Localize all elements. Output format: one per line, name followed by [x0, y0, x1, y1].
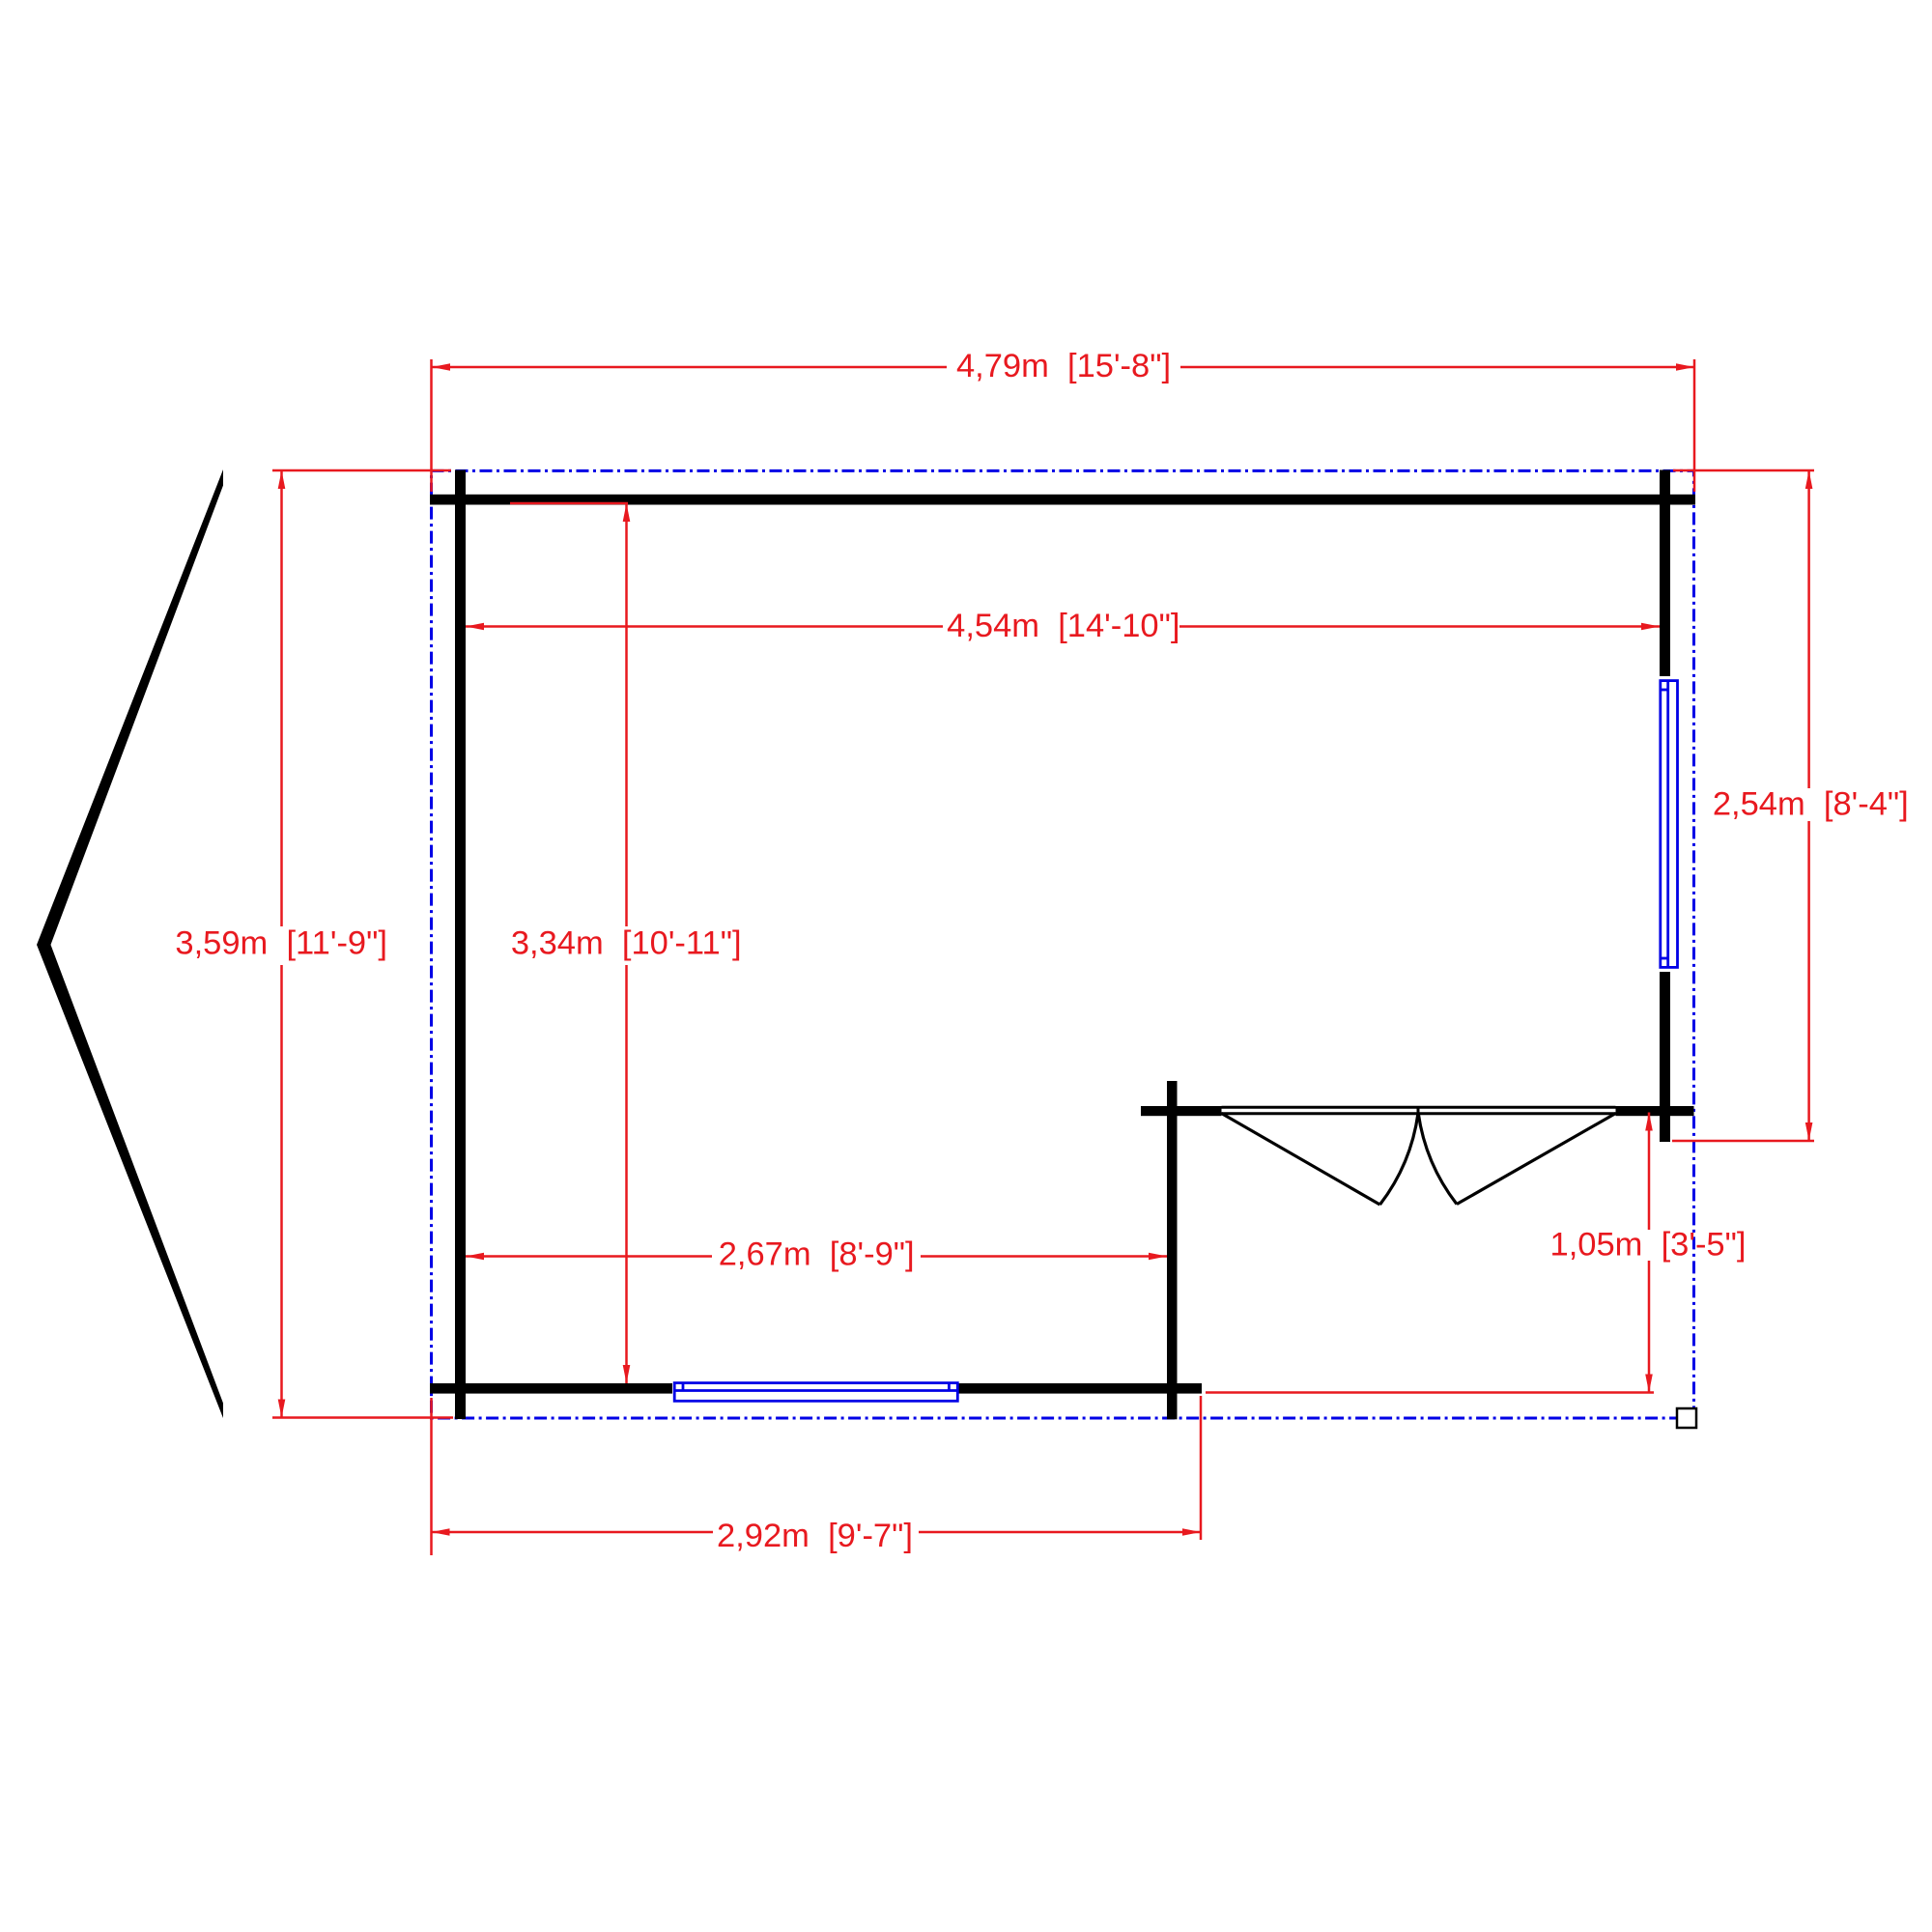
svg-text:4,79m [15'-8"]: 4,79m [15'-8"]: [956, 348, 1171, 384]
svg-text:4,54m [14'-10"]: 4,54m [14'-10"]: [947, 608, 1179, 644]
svg-text:2,67m [8'-9"]: 2,67m [8'-9"]: [719, 1236, 915, 1273]
svg-text:3,59m [11'-9"]: 3,59m [11'-9"]: [175, 925, 387, 962]
svg-text:2,54m [8'-4"]: 2,54m [8'-4"]: [1713, 785, 1909, 822]
svg-text:1,05m [3'-5"]: 1,05m [3'-5"]: [1550, 1226, 1747, 1263]
svg-text:2,92m [9'-7"]: 2,92m [9'-7"]: [717, 1518, 913, 1554]
svg-text:3,34m [10'-11"]: 3,34m [10'-11"]: [511, 924, 742, 961]
